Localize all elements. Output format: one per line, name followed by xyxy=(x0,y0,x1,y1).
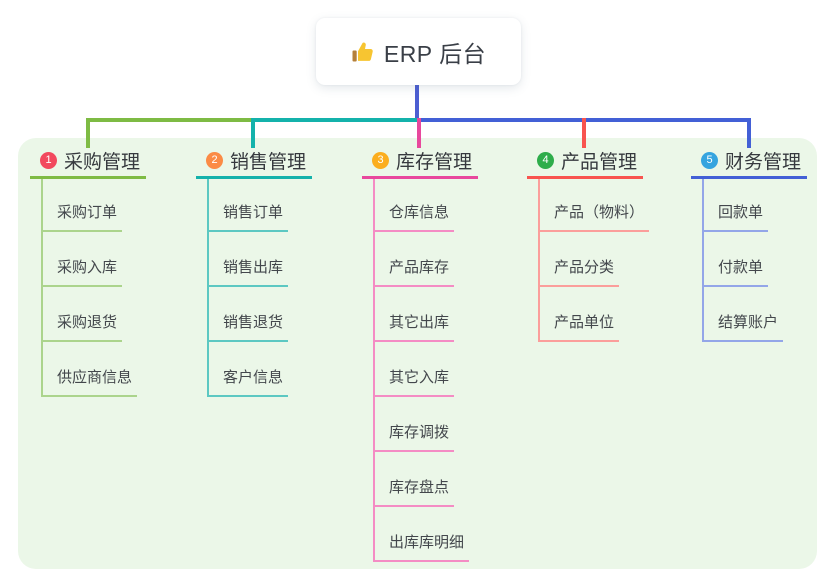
child-node[interactable]: 销售出库 xyxy=(207,257,289,287)
child-node[interactable]: 产品分类 xyxy=(538,257,620,287)
connector-root-vertical xyxy=(415,85,419,122)
root-node-title: ERP 后台 xyxy=(383,40,487,67)
child-node[interactable]: 其它入库 xyxy=(373,367,455,397)
branch-number-badge: 5 xyxy=(701,152,718,169)
connector-branch-drop xyxy=(251,118,255,148)
branch-node[interactable]: 3 库存管理 xyxy=(362,145,478,179)
child-node[interactable]: 出库库明细 xyxy=(373,532,470,562)
connector-children-spine xyxy=(373,179,375,562)
branch-node-label: 采购管理 xyxy=(64,152,141,173)
connector-branch-drop xyxy=(582,118,586,148)
branch-node-label: 销售管理 xyxy=(230,152,307,173)
child-node[interactable]: 结算账户 xyxy=(702,312,784,342)
child-node[interactable]: 供应商信息 xyxy=(41,367,138,397)
child-node[interactable]: 销售退货 xyxy=(207,312,289,342)
root-node[interactable]: ERP 后台 xyxy=(316,18,521,85)
branch-column: 3 库存管理仓库信息产品库存其它出库其它入库库存调拨库存盘点出库库明细 xyxy=(362,145,478,562)
connector-children-spine xyxy=(538,179,540,342)
connector-horizontal-segment xyxy=(253,118,421,122)
branches-panel-background xyxy=(18,138,817,569)
child-node[interactable]: 采购订单 xyxy=(41,202,123,232)
branch-column: 1 采购管理采购订单采购入库采购退货供应商信息 xyxy=(30,145,146,397)
child-node[interactable]: 回款单 xyxy=(702,202,769,232)
child-node[interactable]: 采购退货 xyxy=(41,312,123,342)
child-node[interactable]: 库存调拨 xyxy=(373,422,455,452)
connector-children-spine xyxy=(207,179,209,397)
branch-column: 4 产品管理产品（物料） 产品分类产品单位 xyxy=(527,145,650,342)
child-node[interactable]: 采购入库 xyxy=(41,257,123,287)
child-node[interactable]: 产品库存 xyxy=(373,257,455,287)
branch-number-badge: 4 xyxy=(537,152,554,169)
connector-branch-drop xyxy=(86,118,90,148)
branch-node[interactable]: 1 采购管理 xyxy=(30,145,146,179)
branch-number-badge: 1 xyxy=(40,152,57,169)
branch-number-badge: 2 xyxy=(206,152,223,169)
child-node[interactable]: 库存盘点 xyxy=(373,477,455,507)
child-node[interactable]: 其它出库 xyxy=(373,312,455,342)
branch-node[interactable]: 4 产品管理 xyxy=(527,145,643,179)
thumbs-up-icon xyxy=(351,40,375,64)
branch-node-label: 库存管理 xyxy=(396,152,473,173)
branch-column: 2 销售管理销售订单销售出库销售退货客户信息 xyxy=(196,145,312,397)
branch-column: 5 财务管理回款单付款单结算账户 xyxy=(691,145,807,342)
branch-node[interactable]: 2 销售管理 xyxy=(196,145,312,179)
branch-node-label: 财务管理 xyxy=(725,152,802,173)
child-node[interactable]: 销售订单 xyxy=(207,202,289,232)
branch-node-label: 产品管理 xyxy=(561,152,638,173)
child-node[interactable]: 产品（物料） xyxy=(538,202,650,232)
branch-node[interactable]: 5 财务管理 xyxy=(691,145,807,179)
connector-branch-drop xyxy=(747,118,751,148)
connector-horizontal-segment xyxy=(86,118,255,122)
child-node[interactable]: 付款单 xyxy=(702,257,769,287)
branch-number-badge: 3 xyxy=(372,152,389,169)
child-node[interactable]: 产品单位 xyxy=(538,312,620,342)
connector-branch-drop xyxy=(417,118,421,148)
child-node[interactable]: 客户信息 xyxy=(207,367,289,397)
connector-children-spine xyxy=(41,179,43,397)
connector-children-spine xyxy=(702,179,704,342)
child-node[interactable]: 仓库信息 xyxy=(373,202,455,232)
